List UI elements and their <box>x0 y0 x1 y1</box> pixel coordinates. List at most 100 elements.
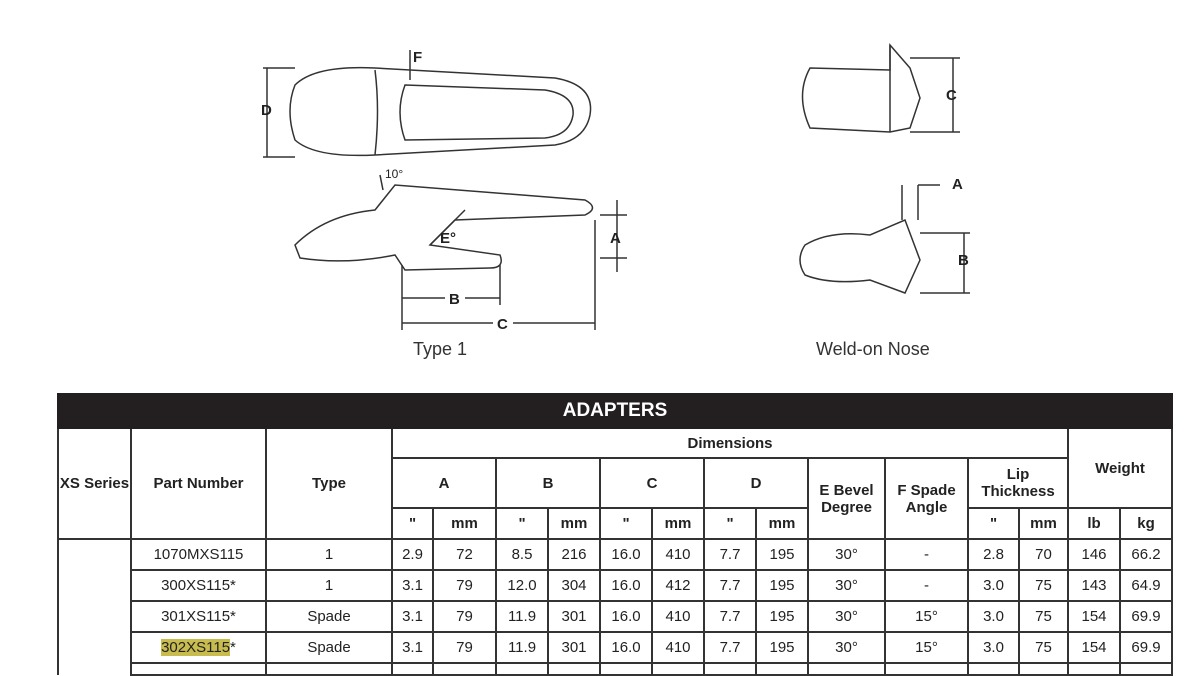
header-dimensions: Dimensions <box>391 427 1069 459</box>
cell-a-mm: 79 <box>432 631 497 664</box>
svg-text:D: D <box>261 102 272 119</box>
cell-c-in: 16.0 <box>599 631 653 664</box>
cell-type: 1 <box>265 538 393 571</box>
header-d: D <box>703 457 809 509</box>
type1-caption: Type 1 <box>413 339 468 359</box>
cell-a-in: 2.9 <box>391 538 434 571</box>
svg-text:10°: 10° <box>385 167 403 181</box>
part-number-cell: 301XS115* <box>130 600 267 633</box>
header-lip: Lip Thickness <box>967 457 1069 509</box>
series-cell <box>57 538 132 675</box>
cell-a-mm: 79 <box>432 569 497 602</box>
header-weight: Weight <box>1067 427 1173 509</box>
cell-lb: 154 <box>1067 631 1121 664</box>
cell-lb: 143 <box>1067 569 1121 602</box>
cell-a-in: 3.1 <box>391 600 434 633</box>
cell-a-in: 3.1 <box>391 569 434 602</box>
cell-kg: 66.2 <box>1119 538 1173 571</box>
part-number: 302XS115 <box>161 639 231 656</box>
weld-on-nose-caption: Weld-on Nose <box>816 339 930 359</box>
cell-lip-in: 2.8 <box>967 538 1020 571</box>
svg-text:E°: E° <box>440 230 456 247</box>
unit-mm: mm <box>755 507 809 540</box>
cell-type: Spade <box>265 600 393 633</box>
cell-lip-in: 3.0 <box>967 631 1020 664</box>
unit-in: " <box>495 507 549 540</box>
cell-f: 15° <box>884 631 969 664</box>
svg-text:B: B <box>958 252 969 269</box>
cell-e: 30° <box>807 538 886 571</box>
part-number-cell: 300XS115* <box>130 569 267 602</box>
cell-lip-in: 3.0 <box>967 600 1020 633</box>
cell-d-mm: 195 <box>755 538 809 571</box>
header-part-number: Part Number <box>130 427 267 540</box>
svg-text:B: B <box>449 291 460 308</box>
header-series: XS Series <box>57 427 132 540</box>
cell-d-mm: 195 <box>755 569 809 602</box>
header-b: B <box>495 457 601 509</box>
adapters-table: ADAPTERS XS Series Part Number Type Dime… <box>57 393 1173 676</box>
unit-mm: mm <box>1018 507 1069 540</box>
part-suffix: * <box>230 639 236 656</box>
cell-e: 30° <box>807 569 886 602</box>
part-suffix: * <box>230 577 236 594</box>
unit-in: " <box>703 507 757 540</box>
cell-b-mm: 216 <box>547 538 601 571</box>
part-number-cell: 1070MXS115 <box>130 538 267 571</box>
part-number: 300XS115 <box>161 577 231 594</box>
part-number: 1070MXS115 <box>153 546 244 563</box>
unit-lb: lb <box>1067 507 1121 540</box>
cell-c-in: 16.0 <box>599 538 653 571</box>
cell-kg: 64.9 <box>1119 569 1173 602</box>
unit-in: " <box>967 507 1020 540</box>
header-a: A <box>391 457 497 509</box>
table-title: ADAPTERS <box>57 393 1173 429</box>
unit-in: " <box>391 507 434 540</box>
cell-lip-mm: 75 <box>1018 631 1069 664</box>
cell-b-mm: 301 <box>547 600 601 633</box>
cell-b-mm: 301 <box>547 631 601 664</box>
cell-c-in: 16.0 <box>599 569 653 602</box>
cell-c-mm: 410 <box>651 631 705 664</box>
cell-lb: 154 <box>1067 600 1121 633</box>
unit-mm: mm <box>547 507 601 540</box>
unit-mm: mm <box>432 507 497 540</box>
cell-b-mm: 304 <box>547 569 601 602</box>
part-number-cell: 302XS115* <box>130 631 267 664</box>
cell-type: Spade <box>265 631 393 664</box>
svg-text:F: F <box>413 49 422 66</box>
cell-c-in: 16.0 <box>599 600 653 633</box>
cell-c-mm: 410 <box>651 538 705 571</box>
svg-text:A: A <box>952 176 963 193</box>
header-c: C <box>599 457 705 509</box>
cell-f: - <box>884 569 969 602</box>
part-number: 301XS115 <box>161 608 231 625</box>
cell-f: 15° <box>884 600 969 633</box>
cell-d-in: 7.7 <box>703 631 757 664</box>
cell-kg: 69.9 <box>1119 631 1173 664</box>
table-row-partial <box>58 662 1173 676</box>
cell-e: 30° <box>807 631 886 664</box>
cell-type: 1 <box>265 569 393 602</box>
unit-mm: mm <box>651 507 705 540</box>
unit-in: " <box>599 507 653 540</box>
type1-drawing: D F 10° E° A B C <box>261 49 627 333</box>
cell-d-in: 7.7 <box>703 538 757 571</box>
cell-lb: 146 <box>1067 538 1121 571</box>
unit-kg: kg <box>1119 507 1173 540</box>
cell-b-in: 11.9 <box>495 600 549 633</box>
cell-b-in: 8.5 <box>495 538 549 571</box>
cell-e: 30° <box>807 600 886 633</box>
cell-c-mm: 410 <box>651 600 705 633</box>
cell-d-mm: 195 <box>755 631 809 664</box>
part-suffix: * <box>230 608 236 625</box>
header-e-bevel: E Bevel Degree <box>807 457 886 540</box>
cell-lip-mm: 75 <box>1018 600 1069 633</box>
cell-d-mm: 195 <box>755 600 809 633</box>
svg-text:A: A <box>610 230 621 247</box>
header-type: Type <box>265 427 393 540</box>
